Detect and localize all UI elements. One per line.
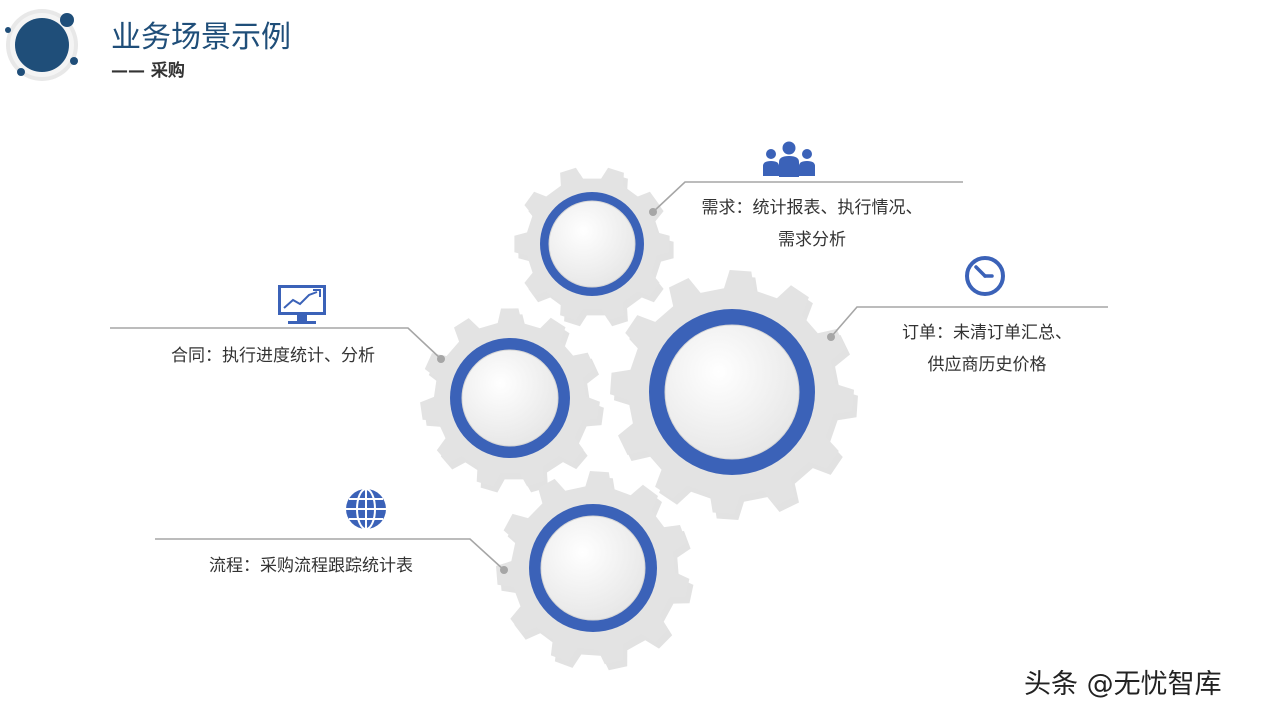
chart-monitor-icon — [278, 285, 326, 324]
label-contract: 合同：执行进度统计、分析 — [160, 340, 386, 372]
connector-order — [830, 306, 1108, 338]
page-title: 业务场景示例 — [111, 20, 291, 55]
label-process: 流程：采购流程跟踪统计表 — [198, 550, 424, 582]
gear-top — [514, 167, 674, 327]
connector-dot-demand — [649, 208, 657, 216]
label-process-line1: 流程：采购流程跟踪统计表 — [209, 556, 413, 576]
label-order-line1: 订单：未清订单汇总、 — [902, 323, 1072, 343]
watermark: 头条 @无忧智库 — [1024, 669, 1222, 700]
label-contract-line1: 合同：执行进度统计、分析 — [171, 346, 375, 366]
label-demand-line2: 需求分析 — [778, 230, 846, 250]
connector-demand — [652, 181, 963, 213]
connector-dot-contract — [437, 355, 445, 363]
connector-dot-order — [827, 333, 835, 341]
label-demand-line1: 需求：统计报表、执行情况、 — [701, 198, 923, 218]
page-subtitle: —— 采购 — [111, 61, 185, 81]
label-demand: 需求：统计报表、执行情况、 需求分析 — [696, 192, 928, 256]
gear-top-center — [548, 200, 636, 288]
globe-icon — [346, 488, 386, 530]
connector-dot-process — [500, 566, 508, 574]
people-group-icon — [763, 141, 815, 177]
connector-contract — [110, 327, 442, 360]
logo-icon — [5, 9, 78, 81]
gear-left-center — [461, 349, 559, 447]
label-order: 订单：未清订单汇总、 供应商历史价格 — [892, 317, 1082, 381]
clock-icon — [965, 256, 1005, 296]
connector-process — [155, 538, 505, 571]
gear-bottom — [496, 471, 694, 671]
gear-bottom-center — [540, 515, 646, 621]
gear-large — [610, 270, 858, 520]
gear-large-center — [664, 324, 800, 460]
gear-left — [420, 308, 604, 493]
label-order-line2: 供应商历史价格 — [927, 355, 1047, 375]
